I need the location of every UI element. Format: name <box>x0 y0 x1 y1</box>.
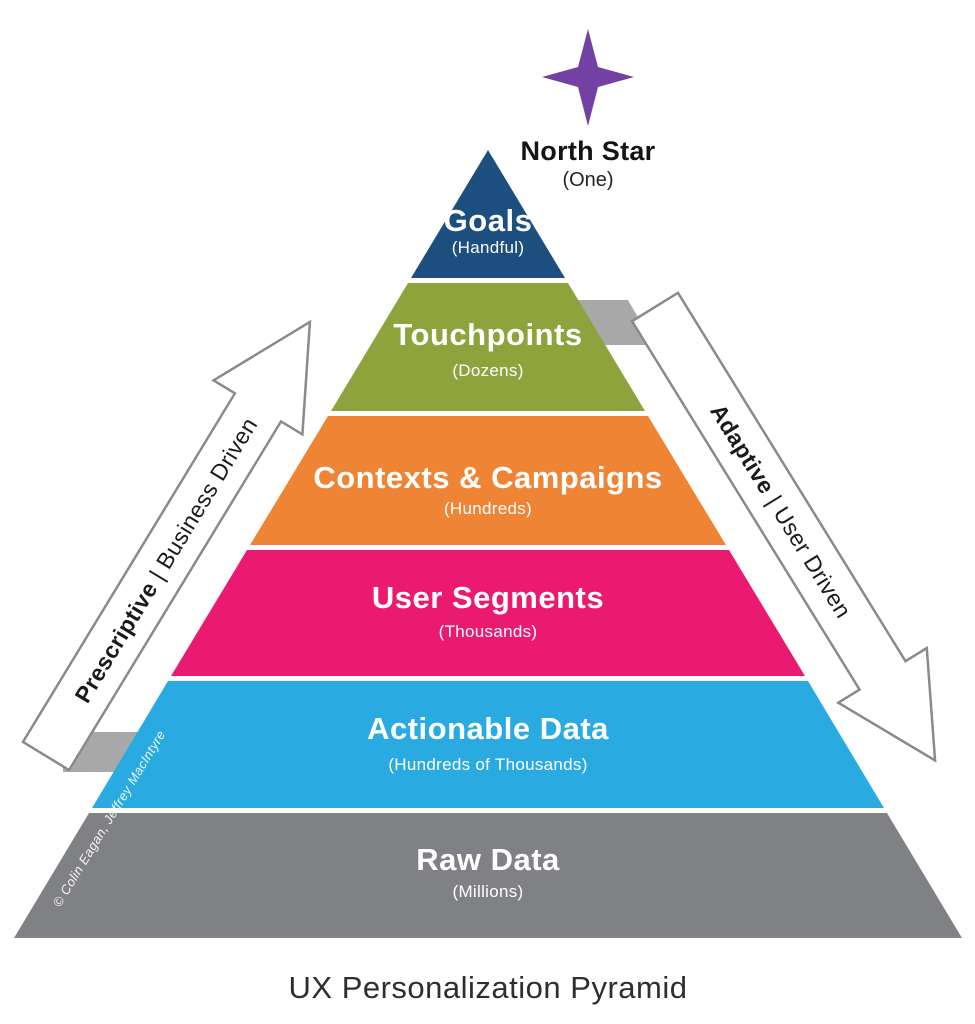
layer-goals: Goals (Handful) <box>411 150 565 278</box>
layer-raw-data-shape <box>14 813 962 938</box>
layer-contexts-campaigns-count: (Hundreds) <box>444 499 532 518</box>
layer-contexts-campaigns-label: Contexts & Campaigns <box>313 460 662 495</box>
layer-raw-data: Raw Data (Millions) <box>14 813 962 938</box>
adaptive-arrow: Adaptive| User Driven <box>630 291 937 763</box>
layer-touchpoints-shape <box>331 283 645 411</box>
layer-contexts-campaigns-shape <box>250 416 726 545</box>
layer-user-segments-label: User Segments <box>372 580 604 615</box>
adaptive-arrow-shape <box>630 291 937 763</box>
layer-actionable-data-count: (Hundreds of Thousands) <box>388 755 587 774</box>
north-star-icon <box>542 29 634 126</box>
diagram-title: UX Personalization Pyramid <box>289 970 688 1005</box>
layer-touchpoints: Touchpoints (Dozens) <box>331 283 645 411</box>
layer-goals-label: Goals <box>444 203 533 238</box>
layer-user-segments: User Segments (Thousands) <box>171 550 805 676</box>
north-star-label: North Star <box>520 136 655 166</box>
north-star-group: North Star (One) <box>520 29 655 191</box>
layer-goals-count: (Handful) <box>452 238 525 257</box>
layer-goals-shape <box>411 150 565 278</box>
layer-raw-data-count: (Millions) <box>453 882 524 901</box>
layer-touchpoints-label: Touchpoints <box>393 317 582 352</box>
layer-touchpoints-count: (Dozens) <box>452 361 523 380</box>
layer-actionable-data-label: Actionable Data <box>367 711 609 746</box>
layer-raw-data-label: Raw Data <box>416 842 560 877</box>
layer-contexts-campaigns: Contexts & Campaigns (Hundreds) <box>250 416 726 545</box>
north-star-count: (One) <box>562 169 613 191</box>
layer-user-segments-count: (Thousands) <box>439 622 538 641</box>
prescriptive-arrow-shape <box>21 319 312 772</box>
layer-user-segments-shape <box>171 550 805 676</box>
layer-actionable-data-shape <box>92 681 884 808</box>
layer-actionable-data: Actionable Data (Hundreds of Thousands) <box>92 681 884 808</box>
